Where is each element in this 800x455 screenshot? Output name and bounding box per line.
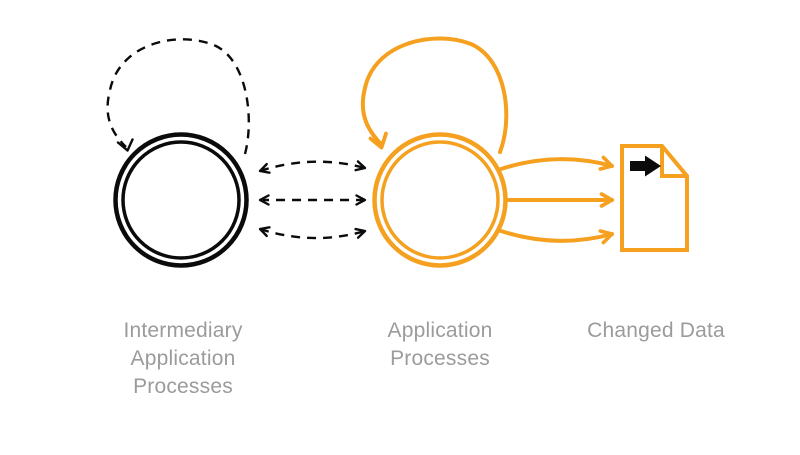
- dashed-edge-bottom: [258, 226, 367, 240]
- intermediary-label-line3: Processes: [133, 375, 233, 398]
- application-self-loop-arrowhead-icon: [368, 131, 388, 150]
- intermediary-node-label: Intermediary Application Processes: [63, 317, 303, 401]
- application-label-line2: Processes: [390, 347, 490, 370]
- application-label-line1: Application: [387, 319, 493, 342]
- application-node-label: Application Processes: [320, 317, 560, 373]
- document-folded-corner: [660, 146, 687, 178]
- intermediary-self-loop-arrowhead-icon: [116, 138, 134, 152]
- application-node-inner-ring: [380, 140, 500, 260]
- changed-data-node-label: Changed Data: [536, 317, 776, 345]
- intermediary-node: [113, 132, 249, 268]
- change-arrow-icon: [630, 155, 661, 177]
- changed-data-node: [620, 144, 689, 252]
- intermediary-node-outer-ring: [113, 132, 249, 268]
- intermediary-self-loop-edge: [106, 38, 250, 155]
- dashed-edge-top: [258, 160, 367, 174]
- document-outline: [620, 144, 689, 252]
- application-self-loop-edge: [360, 36, 509, 154]
- application-changeddata-edges: [499, 155, 614, 245]
- intermediary-node-inner-ring: [121, 140, 241, 260]
- orange-edge-bottom: [499, 229, 614, 245]
- application-node-outer-ring: [372, 132, 508, 268]
- changed-data-label-line1: Changed Data: [587, 319, 725, 342]
- intermediary-application-edges: [258, 160, 367, 240]
- application-node: [372, 132, 508, 268]
- intermediary-label-line2: Application: [130, 347, 236, 370]
- intermediary-label-line1: Intermediary: [123, 319, 243, 342]
- orange-edge-top: [499, 155, 614, 171]
